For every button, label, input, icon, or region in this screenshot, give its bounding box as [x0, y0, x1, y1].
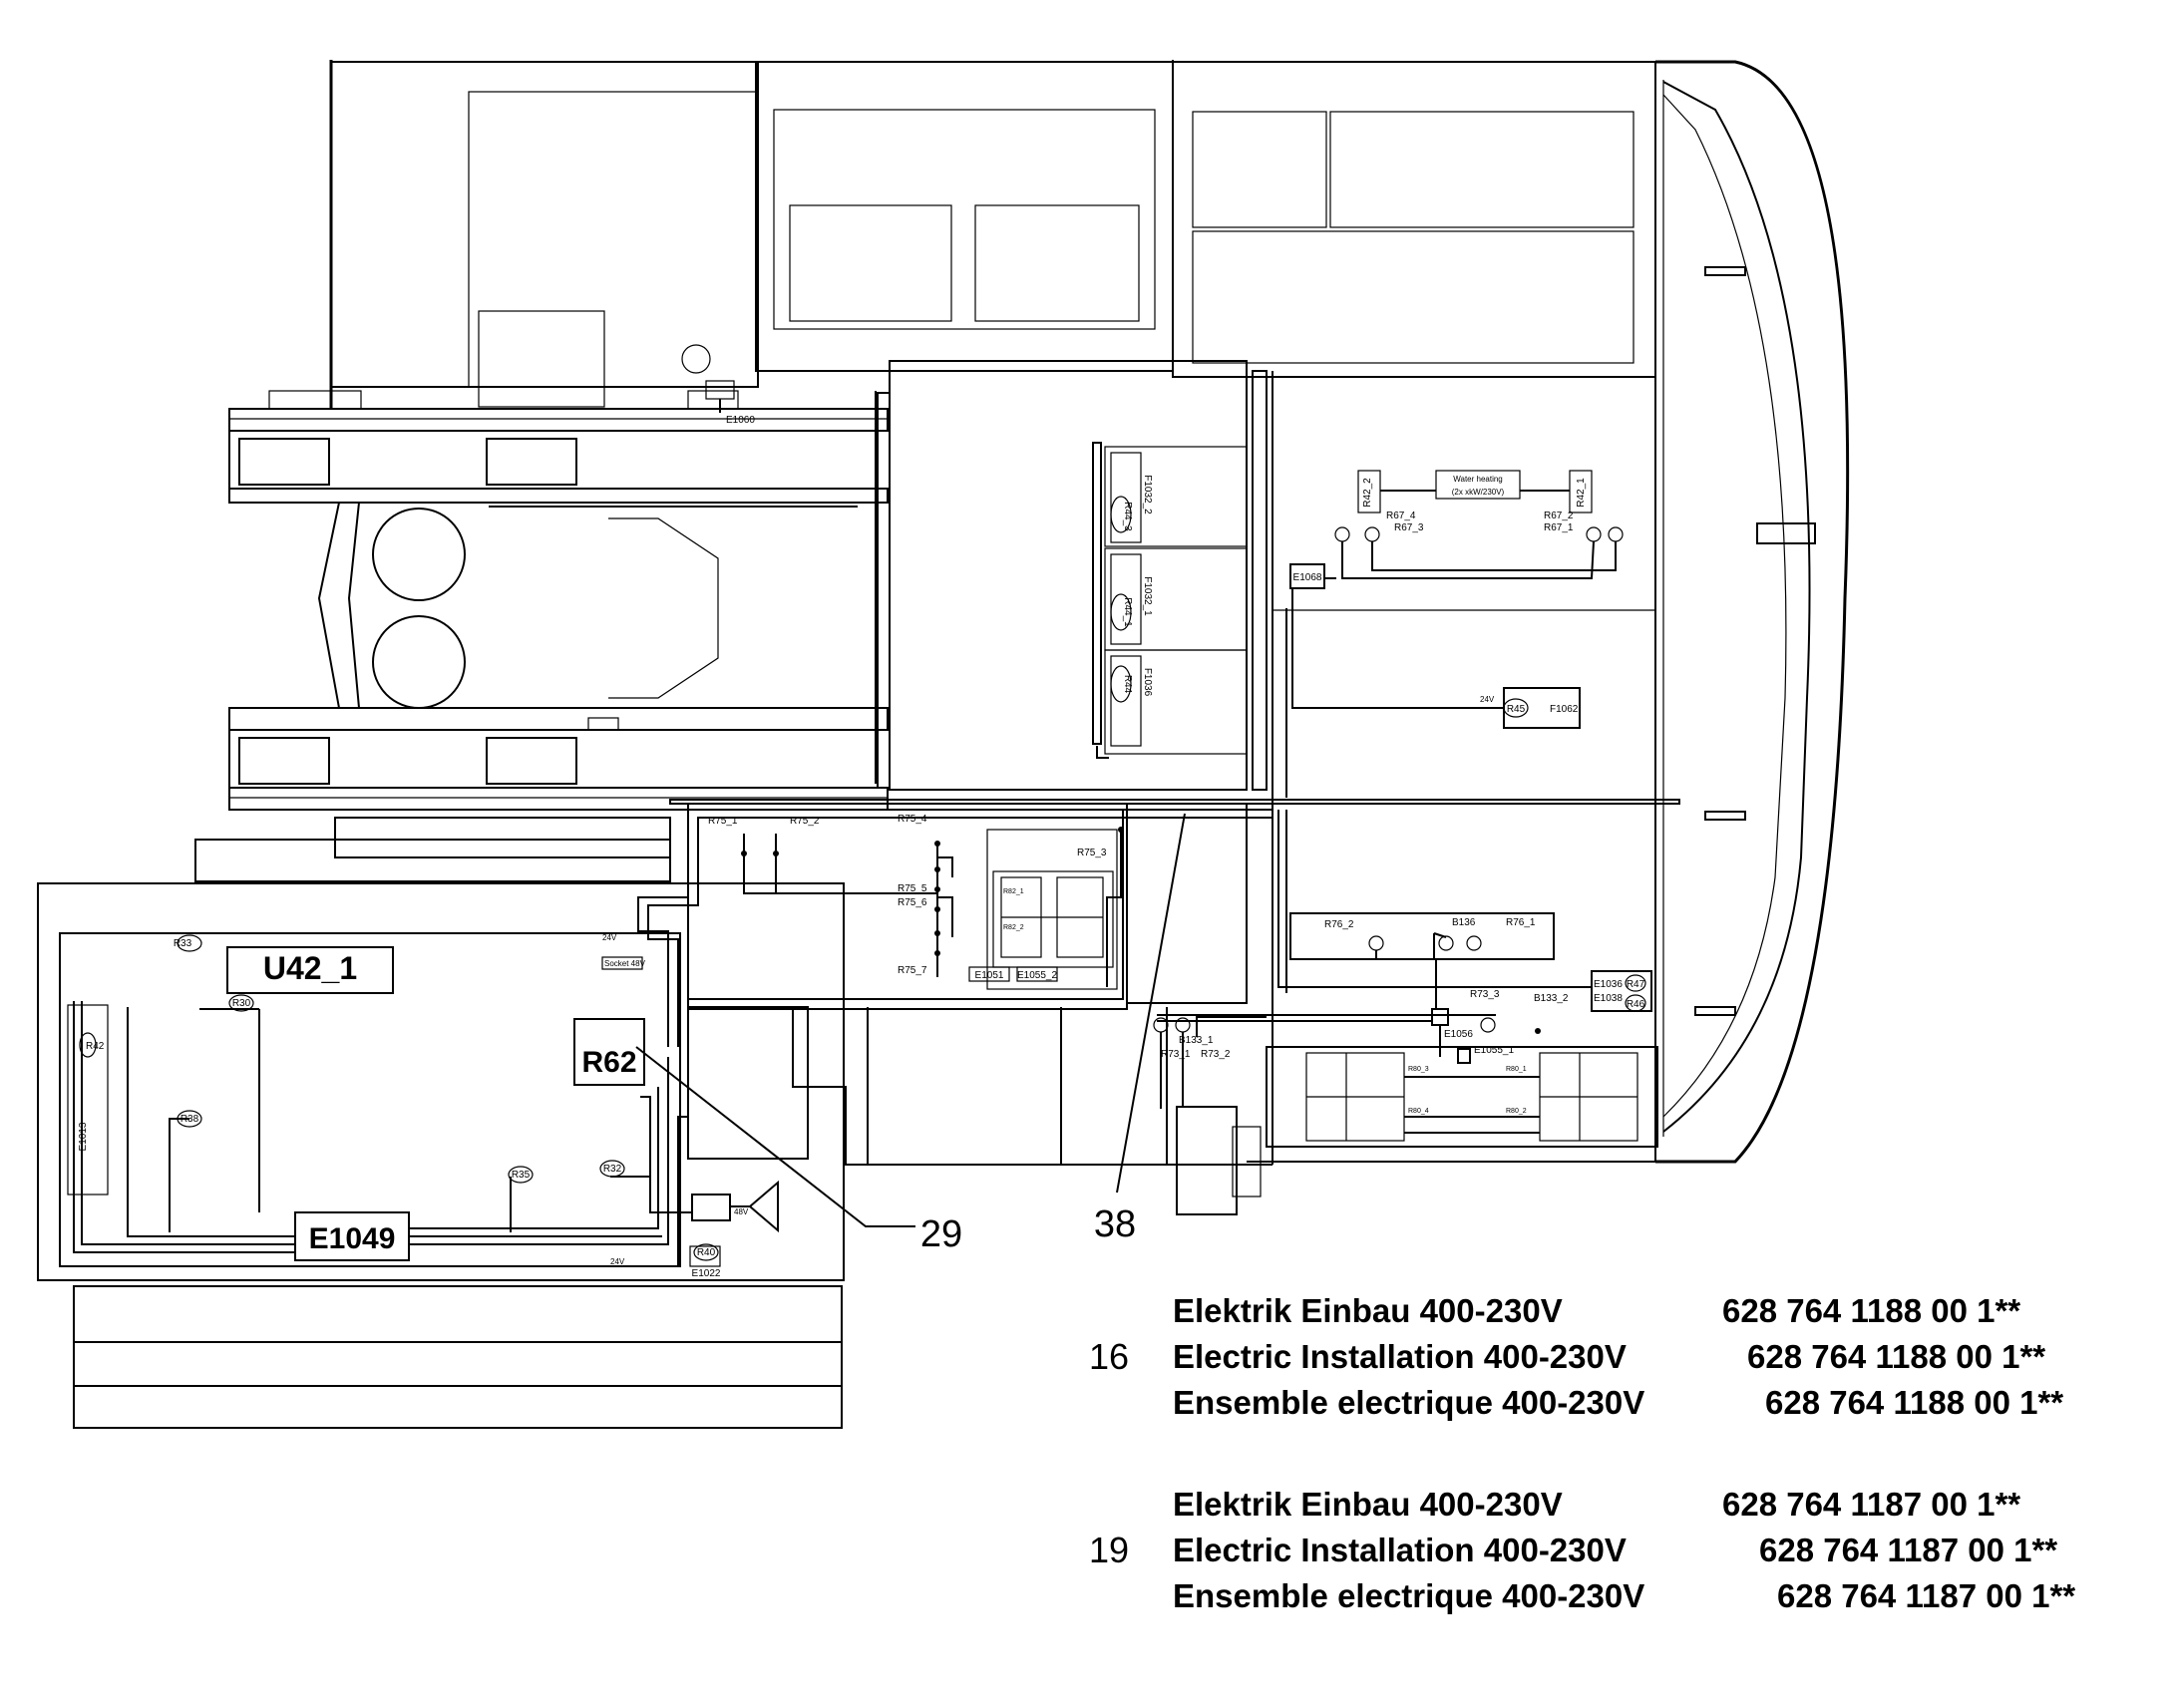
legend-19-line-2-text: Electric Installation 400-230V — [1173, 1532, 1627, 1568]
callout-29: 29 — [920, 1213, 962, 1255]
label-r73-3: R73_3 — [1470, 989, 1500, 1000]
label-r44: R44 — [1122, 675, 1133, 694]
label-r75-6: R75_6 — [898, 897, 927, 908]
label-r38: R38 — [181, 1114, 199, 1125]
label-r82-1: R82_1 — [1003, 888, 1024, 895]
label-r62: R62 — [581, 1046, 636, 1079]
label-e1055-1: E1055_1 — [1474, 1045, 1514, 1056]
label-r80-1: R80_1 — [1506, 1066, 1527, 1073]
label-e1038: E1038 — [1594, 993, 1623, 1004]
label-r67-4: R67_4 — [1386, 511, 1416, 521]
junction-panel — [687, 803, 1286, 1000]
label-f1062: F1062 — [1550, 704, 1579, 715]
label-r73-1: R73_1 — [1161, 1049, 1191, 1060]
control-cabinet — [67, 809, 1272, 1267]
legend-16-line-1-code: 628 764 1188 00 1** — [1722, 1292, 2021, 1329]
label-r80-4: R80_4 — [1408, 1108, 1429, 1115]
label-r35: R35 — [512, 1170, 531, 1181]
r76-panel — [1157, 810, 1652, 1057]
label-r44-1: R44_1 — [1122, 597, 1133, 627]
label-r67-3: R67_3 — [1394, 522, 1424, 533]
label-r75-4: R75_4 — [898, 814, 927, 825]
label-r75-3: R75_3 — [1077, 848, 1107, 858]
legend-16-line-2-text: Electric Installation 400-230V — [1173, 1338, 1627, 1375]
label-r75-1: R75_1 — [708, 816, 738, 827]
label-48v: 48V — [734, 1207, 749, 1216]
label-r80-3: R80_3 — [1408, 1066, 1429, 1073]
label-r76-2: R76_2 — [1324, 919, 1354, 930]
label-water-heating: Water heating — [1453, 475, 1503, 484]
outer-structure — [37, 60, 1850, 1429]
label-r44-3: R44_3 — [1122, 502, 1133, 531]
legend-16-number: 16 — [1089, 1336, 1130, 1377]
label-f1032-2: F1032_2 — [1142, 475, 1153, 514]
label-r75-2: R75_2 — [790, 816, 820, 827]
label-e1051: E1051 — [975, 970, 1004, 981]
label-e1049: E1049 — [309, 1222, 396, 1255]
label-e1013: E1013 — [78, 1122, 89, 1151]
label-r80-2: R80_2 — [1506, 1108, 1527, 1115]
label-r82-2: R82_2 — [1003, 924, 1024, 931]
label-r45: R45 — [1507, 704, 1526, 715]
label-water-heating-spec: (2x xkW/230V) — [1452, 488, 1505, 497]
label-r67-1: R67_1 — [1544, 522, 1574, 533]
legend-19-line-1-text: Elektrik Einbau 400-230V — [1173, 1486, 1563, 1523]
label-r67-2: R67_2 — [1544, 511, 1574, 521]
legend-19-line-3-code: 628 764 1187 00 1** — [1777, 1577, 2076, 1614]
label-f1032-1: F1032_1 — [1142, 576, 1153, 616]
label-e1068: E1068 — [1293, 572, 1322, 583]
label-r46: R46 — [1627, 999, 1645, 1010]
label-socket-48v: Socket 48V — [604, 959, 646, 968]
legend-19-line-2-code: 628 764 1187 00 1** — [1759, 1532, 2058, 1568]
legend-19-line-3-text: Ensemble electrique 400-230V — [1173, 1577, 1645, 1614]
legend-16-line-2-code: 628 764 1188 00 1** — [1747, 1338, 2046, 1375]
callout-38: 38 — [1094, 1203, 1136, 1245]
big-labels: U42_1 R62 E1049 29 38 — [263, 950, 1136, 1255]
small-labels: E1060 R33 R30 R38 R35 R32 R42 E1013 R40 … — [78, 415, 1645, 1279]
label-r73-2: R73_2 — [1201, 1049, 1231, 1060]
label-b136: B136 — [1452, 917, 1476, 928]
label-r32: R32 — [603, 1164, 622, 1175]
label-r30: R30 — [232, 998, 251, 1009]
label-b133-1: B133_1 — [1179, 1035, 1214, 1046]
label-24v-b: 24V — [610, 1257, 625, 1266]
legend-16-line-3-code: 628 764 1188 00 1** — [1765, 1384, 2064, 1421]
label-r42-1: R42_1 — [1576, 478, 1587, 508]
label-r47: R47 — [1627, 979, 1645, 990]
label-r42: R42 — [86, 1041, 105, 1052]
label-24v-a: 24V — [602, 933, 617, 942]
label-e1055-2: E1055_2 — [1017, 970, 1057, 981]
water-heating-panel — [1285, 470, 1624, 798]
legend-19-line-1-code: 628 764 1187 00 1** — [1722, 1486, 2021, 1523]
label-r75-5: R75_5 — [898, 883, 927, 894]
label-r75-7: R75_7 — [898, 965, 927, 976]
label-r33: R33 — [174, 938, 192, 949]
label-u42-1: U42_1 — [263, 950, 357, 986]
label-r42-2: R42_2 — [1362, 478, 1373, 508]
label-e1036: E1036 — [1594, 979, 1623, 990]
heater-panels — [1092, 442, 1142, 759]
switch-banks — [1153, 1016, 1658, 1148]
label-f1036: F1036 — [1142, 668, 1153, 697]
legend-16-line-1-text: Elektrik Einbau 400-230V — [1173, 1292, 1563, 1329]
label-24v-c: 24V — [1480, 695, 1495, 704]
label-r40: R40 — [697, 1247, 716, 1258]
label-e1022: E1022 — [692, 1268, 721, 1279]
label-e1060: E1060 — [726, 415, 755, 426]
label-r76-1: R76_1 — [1506, 917, 1536, 928]
label-e1056: E1056 — [1444, 1029, 1473, 1040]
legend-19-number: 19 — [1089, 1530, 1130, 1570]
legend-16-line-3-text: Ensemble electrique 400-230V — [1173, 1384, 1645, 1421]
label-b133-2: B133_2 — [1534, 993, 1569, 1004]
callout-leaders — [635, 344, 1186, 1227]
